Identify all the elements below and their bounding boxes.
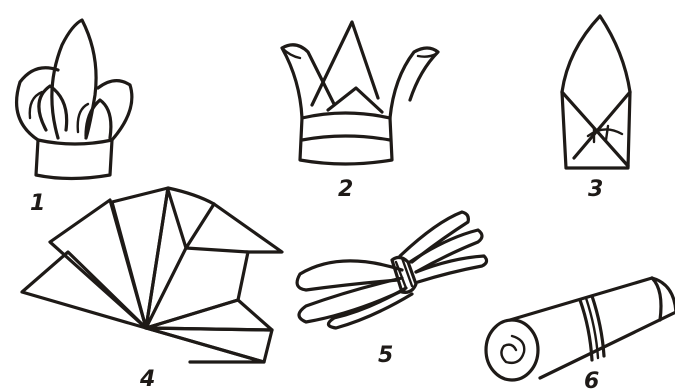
napkin-fan-icon bbox=[22, 188, 282, 362]
napkin-roll-icon bbox=[486, 278, 675, 380]
figure-number-1: 1 bbox=[30, 191, 45, 216]
figure-number-3: 3 bbox=[588, 177, 603, 202]
napkin-tied-bundle-icon bbox=[297, 212, 486, 328]
napkin-crown-icon bbox=[282, 22, 438, 164]
figure-number-2: 2 bbox=[338, 177, 353, 202]
figure-number-6: 6 bbox=[584, 369, 599, 392]
napkin-envelope-cone-icon bbox=[562, 16, 630, 168]
napkin-crown-with-petals-icon bbox=[17, 20, 132, 179]
figure-number-4: 4 bbox=[139, 367, 155, 392]
figure-number-5: 5 bbox=[378, 343, 393, 368]
